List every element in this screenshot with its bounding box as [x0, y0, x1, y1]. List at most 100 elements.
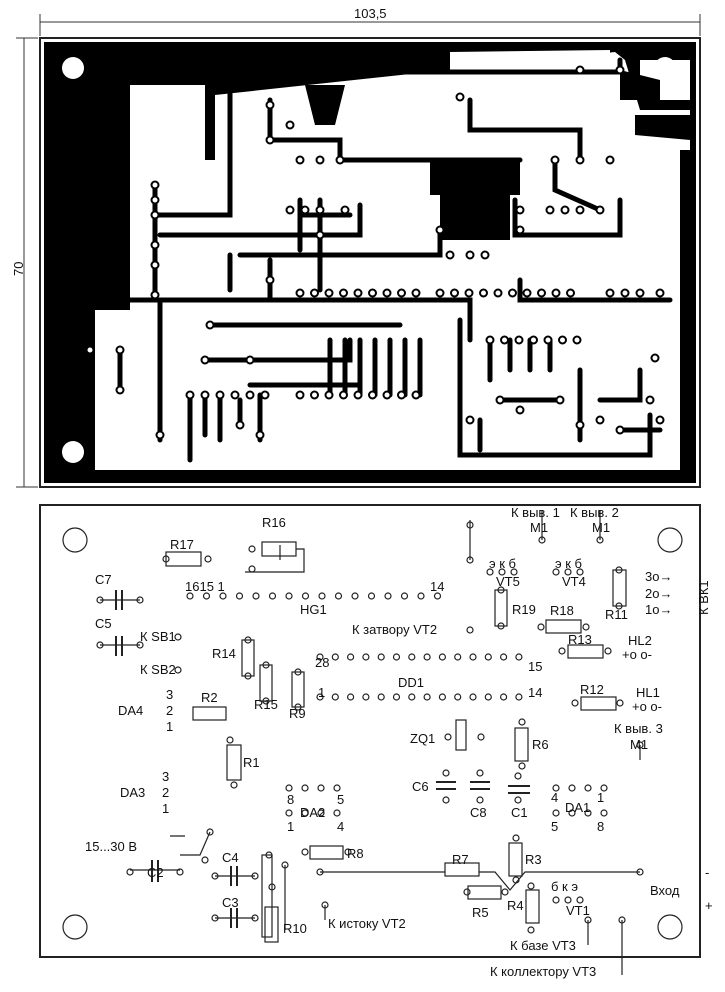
pad: [518, 762, 526, 770]
label-vt1: VT1: [566, 903, 590, 918]
pad: [382, 288, 392, 298]
pad: [498, 568, 506, 576]
pad: [333, 784, 341, 792]
dimension-lines: [16, 14, 701, 488]
label-r17: R17: [170, 537, 194, 552]
label-da1-1: 1: [597, 790, 605, 805]
pad: [315, 205, 325, 215]
pad: [174, 633, 182, 641]
resistor-bodies: [165, 541, 627, 943]
pad: [477, 733, 485, 741]
label-dd-1: 1: [318, 685, 326, 700]
wires: [100, 510, 641, 975]
label-da1-5: 5: [551, 819, 559, 834]
pad: [444, 733, 452, 741]
pad: [615, 65, 625, 75]
label-bk1-3: 3o→: [645, 569, 673, 584]
pad: [200, 390, 210, 400]
pad: [518, 718, 526, 726]
label-m1-c: М1: [630, 737, 649, 752]
label-da3-3: 3: [162, 769, 170, 784]
pad: [252, 592, 260, 600]
pad: [605, 155, 615, 165]
component-side-board: [39, 504, 701, 975]
label-to-sb1: К SB1: [140, 629, 176, 644]
label-dd1: DD1: [398, 675, 425, 690]
pad: [248, 545, 256, 553]
pad: [204, 555, 212, 563]
label-r9: R9: [289, 706, 306, 721]
pad: [335, 155, 345, 165]
pad: [377, 693, 385, 701]
pad: [150, 290, 160, 300]
pad: [635, 288, 645, 298]
label-r16: R16: [262, 515, 286, 530]
label-m1-b: М1: [592, 520, 611, 535]
pad: [353, 390, 363, 400]
pad: [537, 288, 546, 298]
pad: [575, 420, 585, 430]
pad: [318, 592, 326, 600]
label-da2-1: 1: [287, 819, 295, 834]
pad: [115, 385, 125, 395]
pad: [285, 592, 293, 600]
pad: [584, 784, 592, 792]
pad: [510, 568, 518, 576]
pad: [600, 784, 608, 792]
label-r7: R7: [452, 852, 469, 867]
pad: [150, 240, 160, 250]
pad: [445, 250, 455, 260]
pad: [300, 205, 310, 215]
label-r14: R14: [212, 646, 236, 661]
pad: [150, 195, 160, 205]
label-dd-28: 28: [315, 655, 330, 670]
pad: [339, 390, 348, 400]
label-hl2: HL2: [628, 633, 652, 648]
pad: [655, 288, 665, 298]
pad: [550, 155, 560, 165]
pad: [527, 926, 535, 934]
pad: [438, 693, 446, 701]
pad: [433, 592, 442, 600]
pad: [650, 353, 660, 363]
label-c4: C4: [222, 850, 239, 865]
label-to-base-vt3: К базе VT3: [510, 938, 576, 953]
pad: [469, 693, 477, 701]
pad: [215, 390, 225, 400]
pad: [566, 288, 575, 298]
pad: [324, 288, 334, 298]
pad: [564, 568, 572, 576]
pad: [260, 390, 270, 400]
pad: [455, 92, 465, 102]
label-c3: C3: [222, 895, 239, 910]
pad: [411, 390, 421, 400]
pad: [268, 592, 277, 600]
pad: [572, 335, 582, 345]
pad: [435, 288, 445, 298]
pad: [576, 896, 584, 904]
label-r15: R15: [254, 697, 278, 712]
label-c8: C8: [470, 805, 487, 820]
label-da2-8: 8: [287, 792, 295, 807]
label-r18: R18: [550, 603, 574, 618]
pad: [600, 809, 608, 817]
pad: [219, 592, 227, 600]
pad: [295, 288, 305, 298]
pad: [201, 856, 209, 864]
pad: [150, 260, 160, 270]
pad: [155, 430, 165, 440]
pad: [595, 205, 605, 215]
label-da4: DA4: [118, 703, 144, 718]
pad: [285, 809, 293, 817]
label-bk1-2: 2o→: [645, 586, 673, 601]
label-c7: C7: [95, 572, 112, 587]
pad: [560, 205, 570, 215]
pad: [315, 230, 325, 240]
dimension-height: 70: [11, 261, 26, 276]
pad: [255, 430, 265, 440]
pad: [150, 210, 160, 220]
pad: [454, 693, 462, 701]
label-da3-2: 2: [162, 785, 170, 800]
pad: [265, 135, 275, 145]
label-r12: R12: [580, 682, 604, 697]
